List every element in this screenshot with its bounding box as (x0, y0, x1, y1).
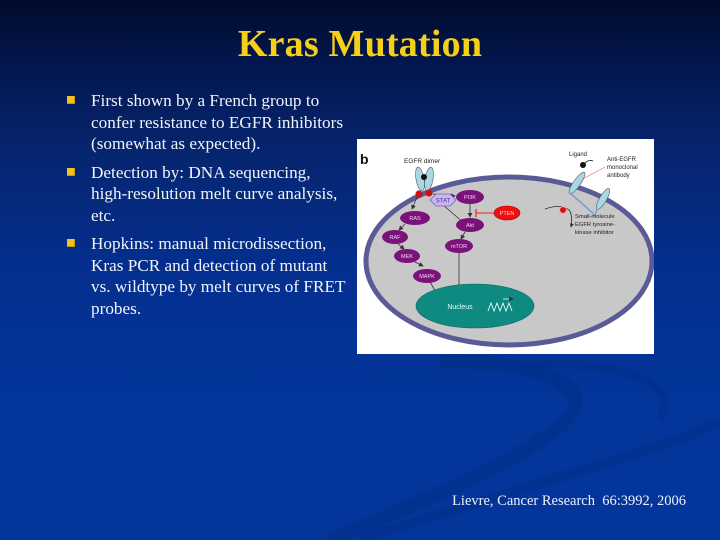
node-ras: RAS (400, 211, 430, 225)
egfr-dimer-icon (415, 166, 434, 198)
square-bullet-icon (67, 96, 75, 104)
ligand-icon (580, 162, 586, 168)
svg-text:Small-molecule: Small-molecule (575, 214, 615, 220)
svg-text:RAS: RAS (409, 216, 421, 222)
svg-text:PI3K: PI3K (464, 195, 476, 201)
svg-text:monoclonal: monoclonal (607, 165, 638, 171)
bullet-text: Hopkins: manual microdissection, Kras PC… (91, 234, 346, 318)
citation: Lievre, Cancer Research 66:3992, 2006 (452, 493, 686, 509)
node-raf: RAF (382, 230, 408, 244)
svg-text:antibody: antibody (607, 173, 630, 179)
egfr-dimer-label: EGFR dimer (404, 158, 441, 165)
svg-text:mTOR: mTOR (451, 244, 467, 250)
bullet-item: First shown by a French group to confer … (60, 90, 350, 155)
svg-text:EGFR tyrosine-: EGFR tyrosine- (575, 222, 615, 228)
antibody-icon (568, 171, 611, 218)
svg-text:STAT: STAT (436, 199, 451, 205)
svg-text:Akt: Akt (466, 223, 474, 229)
bullet-text: Detection by: DNA sequencing, high-resol… (91, 162, 338, 225)
svg-text:PTEN: PTEN (500, 211, 515, 217)
ligand-label: Ligand (569, 152, 587, 158)
square-bullet-icon (67, 167, 75, 176)
node-mek: MEK (394, 249, 420, 263)
nucleus: Nucleus (415, 283, 535, 329)
node-pi3k: PI3K (456, 190, 484, 204)
bullet-item: Hopkins: manual microdissection, Kras PC… (60, 233, 350, 319)
node-pten: PTEN (493, 205, 521, 221)
square-bullet-icon (67, 239, 75, 247)
bullet-list: First shown by a French group to confer … (60, 90, 350, 326)
bullet-item: Detection by: DNA sequencing, high-resol… (60, 162, 350, 227)
svg-text:MEK: MEK (401, 254, 413, 260)
bullet-text: First shown by a French group to confer … (91, 91, 344, 153)
svg-text:kinase inhibitor: kinase inhibitor (575, 230, 614, 236)
dna-wave-icon (487, 301, 513, 313)
node-mapk: MAPK (413, 269, 441, 283)
egfr-signaling-diagram: b EGFR dimer STAT (357, 139, 654, 354)
svg-text:Nucleus: Nucleus (447, 304, 473, 311)
node-akt: Akt (456, 218, 484, 232)
node-stat: STAT (429, 193, 457, 207)
svg-text:RAF: RAF (390, 235, 402, 241)
panel-label: b (360, 151, 369, 167)
slide-title: Kras Mutation (237, 23, 483, 65)
tki-icon (544, 206, 574, 228)
node-mtor: mTOR (445, 239, 473, 253)
svg-text:MAPK: MAPK (419, 274, 435, 280)
svg-text:Anti-EGFR: Anti-EGFR (607, 157, 637, 163)
